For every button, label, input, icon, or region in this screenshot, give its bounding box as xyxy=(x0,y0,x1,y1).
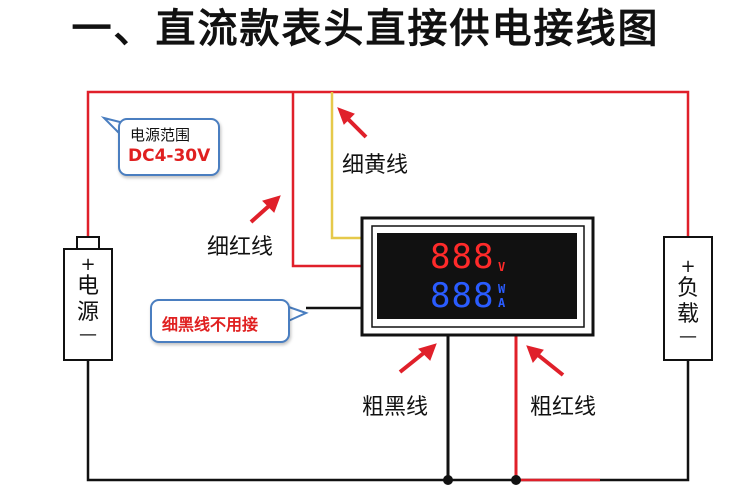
arrow-thin-red xyxy=(249,195,281,224)
power-range-label: 电源范围 xyxy=(130,126,191,144)
load-char-2: 载 xyxy=(676,302,699,327)
load-minus-sign: — xyxy=(679,326,697,347)
junction-dot-red xyxy=(511,475,521,485)
voltage-digits: 888 xyxy=(430,237,495,277)
thin-yellow-wire xyxy=(330,92,362,240)
power-char-2: 源 xyxy=(76,300,99,325)
load-char-1: 负 xyxy=(676,276,699,301)
power-range-bubble: 电源范围 DC4-30V xyxy=(118,118,220,176)
load-label: + 负 载 — xyxy=(668,258,708,346)
arrow-thick-black xyxy=(398,343,437,374)
thin-red-label: 细红线 xyxy=(207,235,274,260)
power-range-value: DC4-30V xyxy=(128,146,211,166)
load-plus-sign: + xyxy=(680,256,696,277)
thick-red-label: 粗红线 xyxy=(530,395,597,420)
black-return-wire xyxy=(86,360,690,482)
power-current-digits: 888 xyxy=(430,276,495,316)
thin-yellow-label: 细黄线 xyxy=(342,153,409,178)
thick-black-label: 粗黑线 xyxy=(362,395,429,420)
voltage-unit: V xyxy=(498,260,506,274)
power-unit: W xyxy=(498,282,506,296)
power-minus-sign: — xyxy=(79,324,97,345)
thin-red-wire xyxy=(291,92,362,268)
arrow-thick-red xyxy=(526,345,565,377)
black-wire-note-bubble: 细黑线不用接 xyxy=(150,299,290,343)
power-plus-sign: + xyxy=(80,254,96,275)
current-unit: A xyxy=(498,296,506,310)
arrow-thin-yellow xyxy=(337,107,368,139)
page-title: 一、直流款表头直接供电接线图 xyxy=(71,6,660,52)
red-supply-wire xyxy=(86,90,690,237)
load-box xyxy=(663,236,713,361)
power-char-1: 电 xyxy=(76,274,99,299)
black-wire-note-text: 细黑线不用接 xyxy=(162,315,259,334)
meter-display xyxy=(377,233,577,319)
power-source-label: + 电 源 — xyxy=(68,256,108,344)
battery-terminal xyxy=(76,236,100,250)
power-source-box xyxy=(63,248,113,361)
junction-dot-black xyxy=(443,475,453,485)
